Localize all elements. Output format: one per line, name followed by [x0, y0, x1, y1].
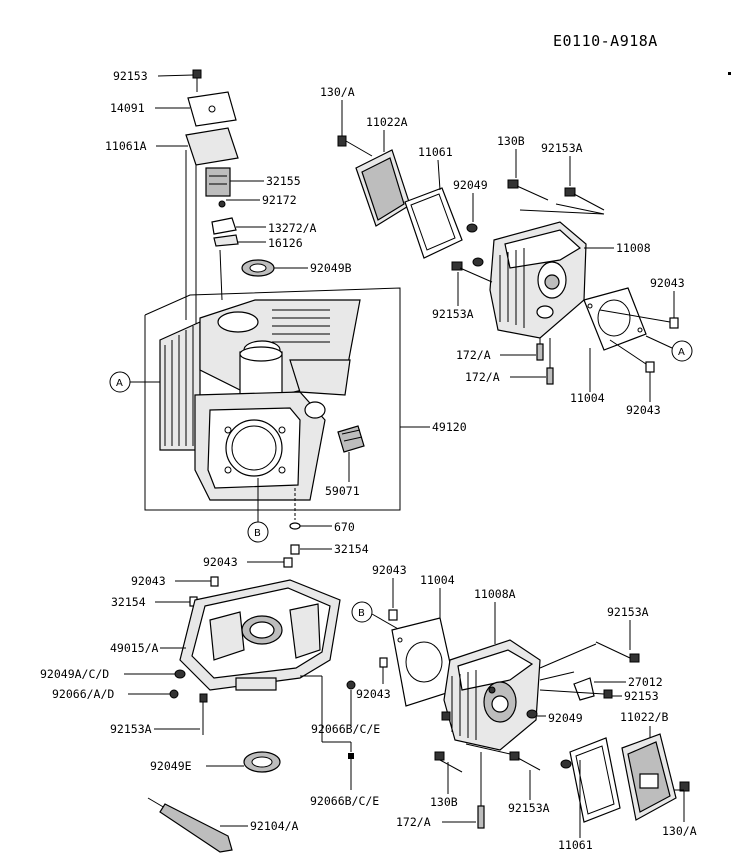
dot-mark [728, 72, 731, 75]
label-49015A: 49015/A [110, 641, 159, 655]
crankcase-49015 [179, 579, 341, 691]
ref-marker-b-mid-text: B [254, 528, 261, 539]
gasket-11061-bottom [569, 737, 621, 823]
label-92172: 92172 [262, 193, 297, 207]
label-92049-top: 92049 [453, 178, 488, 192]
stud-172A-1 [536, 343, 544, 361]
label-32154-l: 32154 [111, 595, 146, 609]
label-92049E: 92049E [150, 759, 192, 773]
label-49120: 49120 [432, 420, 467, 434]
ref-marker-b-lower [351, 601, 373, 623]
label-172A-bot: 172/A [396, 815, 431, 829]
label-130B-top: 130B [497, 134, 525, 148]
label-11004-bot: 11004 [420, 573, 455, 587]
label-92043-m: 92043 [372, 563, 407, 577]
label-32155: 32155 [266, 174, 301, 188]
label-92066BCE-2: 92066B/C/E [310, 794, 379, 808]
gasket-11061A [185, 127, 239, 166]
reed-16126 [213, 234, 239, 247]
label-172A-2: 172/A [465, 370, 500, 384]
pin-92043-r2 [645, 361, 655, 373]
label-92153: 92153 [113, 69, 148, 83]
ref-marker-a-left-text: A [116, 378, 123, 389]
oring-670 [289, 522, 301, 530]
label-92049-bot: 92049 [548, 711, 583, 725]
label-11008A: 11008A [474, 587, 516, 601]
filter-59071 [337, 425, 365, 453]
screw-92172 [218, 200, 226, 208]
cover-14091 [187, 91, 237, 127]
ref-marker-a-right [671, 340, 693, 362]
label-92043-l1: 92043 [203, 555, 238, 569]
bolt-92153 [192, 69, 202, 79]
ref-marker-b-lower-text: B [358, 608, 365, 619]
cylinder-head-11008 [472, 221, 587, 339]
label-92049ACD: 92049A/C/D [40, 667, 109, 681]
label-92153A-bl: 92153A [110, 722, 152, 736]
cylinder-block-49120 [144, 287, 401, 511]
label-11061-bot: 11061 [558, 838, 593, 852]
label-11008: 11008 [616, 241, 651, 255]
label-11022A: 11022A [366, 115, 408, 129]
ref-marker-a-right-text: A [678, 347, 685, 358]
sealant-tube-92104A [147, 797, 233, 853]
cylinder-head-11008A [441, 639, 541, 751]
gasket-11061 [404, 187, 463, 259]
label-27012: 27012 [628, 675, 663, 689]
ref-marker-b-mid [247, 521, 269, 543]
diagram-code: E0110-A918A [553, 32, 658, 50]
label-92043-mb: 92043 [356, 687, 391, 701]
label-32154-top: 32154 [334, 542, 369, 556]
bracket-27012 [573, 677, 595, 701]
label-92043-r2: 92043 [626, 403, 661, 417]
label-130B-bot: 130B [430, 795, 458, 809]
label-92049B: 92049B [310, 261, 352, 275]
label-92043-l2: 92043 [131, 574, 166, 588]
label-92153A-bb: 92153A [508, 801, 550, 815]
label-92153A-top: 92153A [541, 141, 583, 155]
label-13272A: 13272/A [268, 221, 317, 235]
gasket-11004-top [583, 287, 647, 351]
stud-172A-bot [477, 805, 485, 829]
label-92104A: 92104/A [250, 819, 299, 833]
label-11022B: 11022/B [620, 710, 669, 724]
breather-32155 [205, 167, 231, 197]
label-130A-bot: 130/A [662, 824, 697, 838]
head-cover-11022B [621, 733, 677, 821]
label-670: 670 [334, 520, 355, 534]
label-92153A-br: 92153A [607, 605, 649, 619]
label-14091: 14091 [110, 101, 145, 115]
label-92066BCE-1: 92066B/C/E [311, 722, 380, 736]
label-92153A-mid: 92153A [432, 307, 474, 321]
head-cover-11022A [337, 135, 411, 227]
label-172A-1: 172/A [456, 348, 491, 362]
pin-92043-r1 [669, 317, 679, 329]
label-59071: 59071 [325, 484, 360, 498]
stud-172A-2 [546, 367, 554, 385]
label-11061-top: 11061 [418, 145, 453, 159]
label-16126: 16126 [268, 236, 303, 250]
label-92153-br: 92153 [624, 689, 659, 703]
label-11004-top: 11004 [570, 391, 605, 405]
label-130A-top: 130/A [320, 85, 355, 99]
label-11061A: 11061A [105, 139, 147, 153]
breather-cover-group [185, 69, 275, 277]
label-92043-r1: 92043 [650, 276, 685, 290]
plate-13272 [211, 217, 237, 235]
label-92066AD: 92066/A/D [52, 687, 114, 701]
